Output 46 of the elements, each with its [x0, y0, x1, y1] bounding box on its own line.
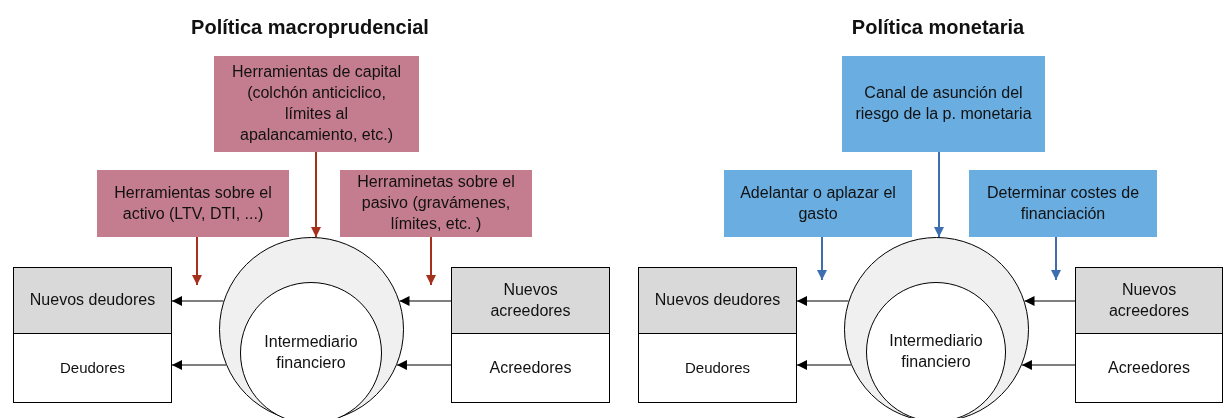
agent-box [1075, 333, 1223, 403]
box-label: Deudores [683, 358, 751, 378]
agent-box [1075, 267, 1223, 333]
arrow [171, 360, 227, 370]
channel-box [842, 56, 1045, 152]
arrow [426, 236, 436, 286]
box-label: Nuevos deudores [28, 290, 157, 311]
agent-box [451, 333, 610, 403]
box-label: Nuevos acreedores [1107, 279, 1190, 321]
section-heading: Política macroprudencial [191, 16, 429, 39]
box-label: Herramientas sobre el activo (LTV, DTI, ...) [113, 182, 273, 224]
arrow [1021, 360, 1076, 370]
box-label: Nuevos deudores [653, 290, 782, 311]
agent-box [638, 333, 797, 403]
box-label: Acreedores [1107, 357, 1191, 378]
box-label: Herraminetas sobre el pasivo (gravámenes, límites, etc. ) [356, 172, 516, 234]
arrow [192, 236, 202, 286]
arrow [796, 296, 850, 306]
agent-box [13, 333, 172, 403]
agent-box [13, 267, 172, 333]
agent-box [451, 267, 610, 333]
box-label: Determinar costes de financiación [985, 182, 1141, 224]
box-label: Intermediario financiero [263, 332, 359, 373]
box-label: Intermediario financiero [888, 331, 984, 372]
arrow [396, 360, 452, 370]
box-label: Nuevos acreedores [489, 279, 572, 321]
box-label: Adelantar o aplazar el gasto [739, 182, 897, 224]
tool-box [340, 170, 532, 237]
tool-box [97, 170, 289, 237]
agent-box [638, 267, 797, 333]
tool-box [214, 56, 419, 152]
box-label: Acreedores [488, 357, 573, 378]
arrow [934, 151, 944, 239]
arrow [171, 296, 225, 306]
channel-box [969, 170, 1157, 237]
arrow [398, 296, 452, 306]
box-label: Deudores [58, 358, 126, 378]
section-heading: Política monetaria [851, 16, 1025, 39]
box-label: Canal de asunción del riesgo de la p. monetaria [854, 83, 1033, 124]
arrow [796, 360, 852, 370]
arrow [1023, 296, 1076, 306]
box-label: Herramientas de capital (colchón anticiclico, límites al apalancamiento, etc.) [231, 62, 402, 145]
arrow [1051, 236, 1061, 281]
arrow [311, 151, 321, 239]
channel-box [724, 170, 912, 237]
arrow [817, 236, 827, 281]
